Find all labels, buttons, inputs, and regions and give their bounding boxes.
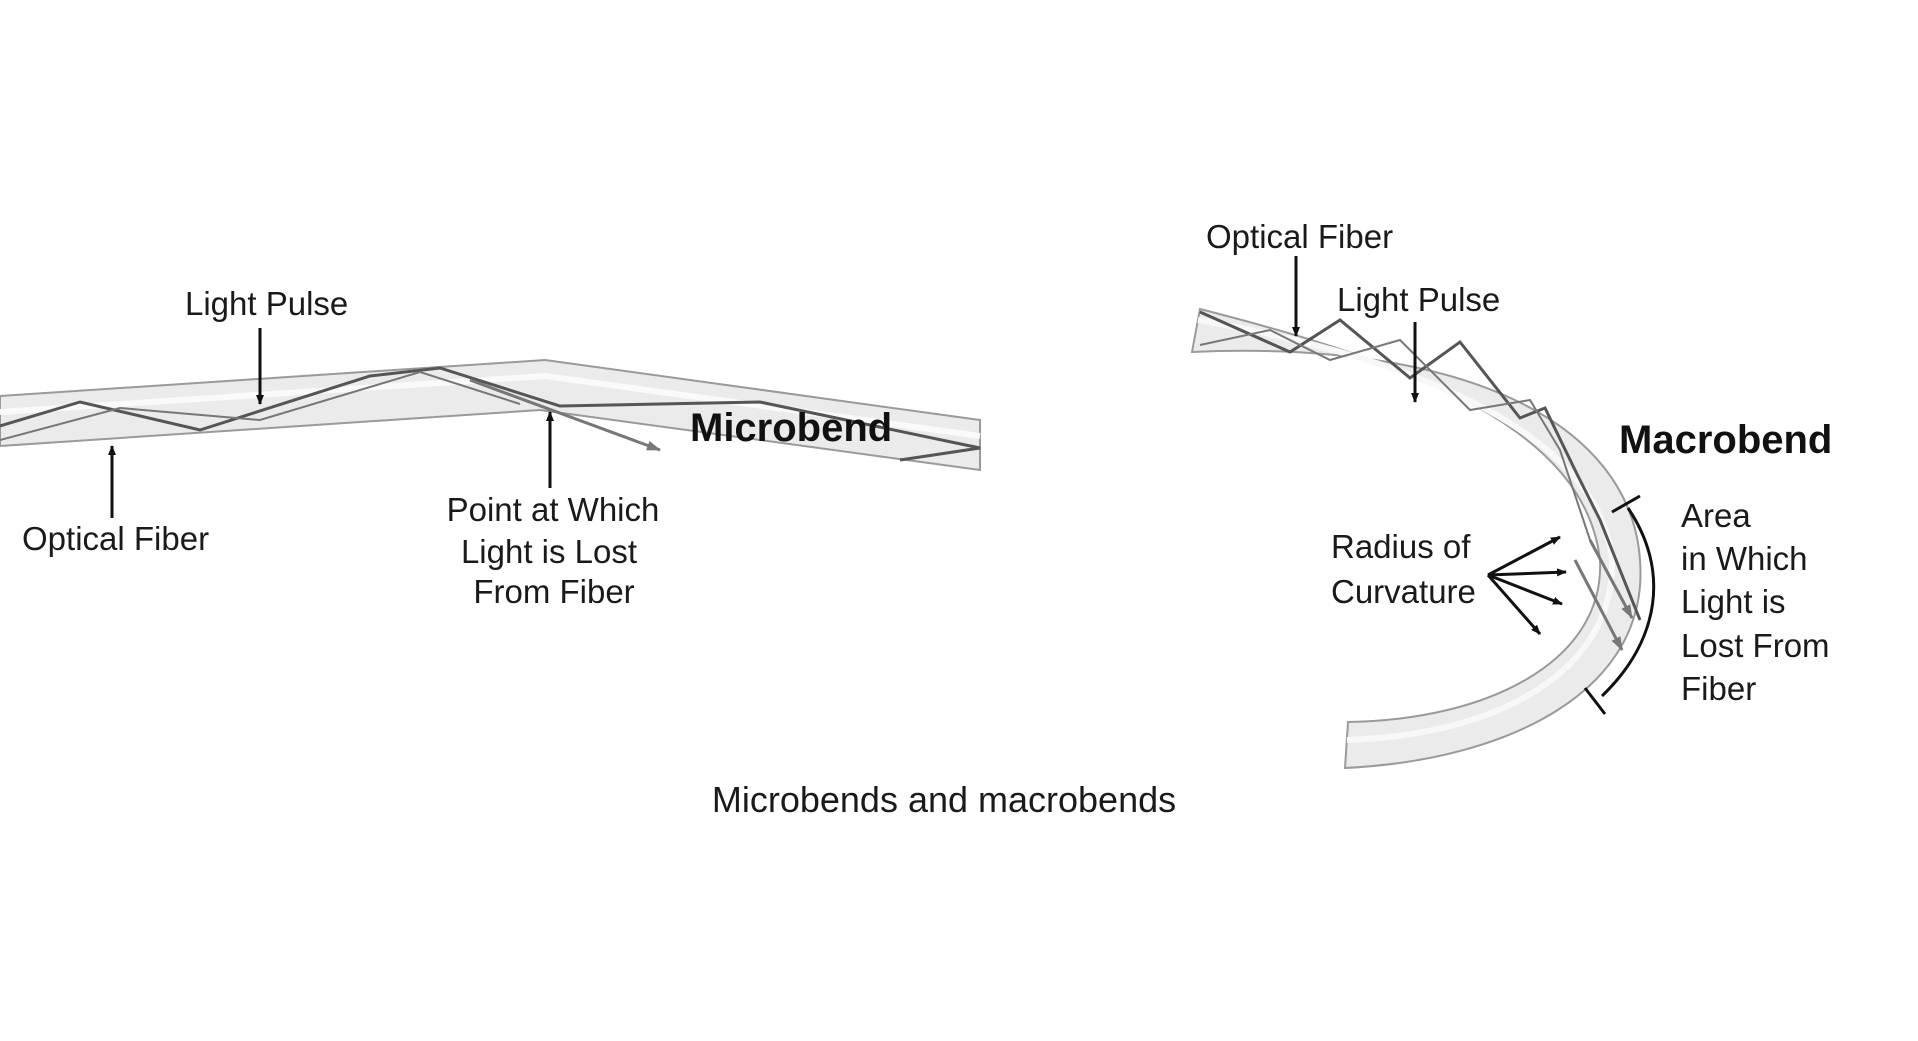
macrobend-loss-area-label-line3: Light is [1681, 583, 1786, 620]
macrobend-loss-area-label-line1: Area [1681, 497, 1751, 534]
macrobend-loss-area-arc-tick-top [1611, 494, 1641, 514]
figure-caption: Microbends and macrobends [712, 779, 1176, 820]
macrobend-loss-area-arc-tick-bottom [1583, 687, 1607, 715]
microbend-light-ray-secondary [0, 370, 521, 441]
macrobend-radius-arrow-4 [1486, 574, 1542, 635]
macrobend-radius-label-line1: Radius of [1331, 528, 1471, 565]
macrobend-loss-area-label-line5: Fiber [1681, 670, 1756, 707]
macrobend-lost-light-arrow-1 [1588, 539, 1634, 619]
microbend-light-pulse-label: Light Pulse [185, 285, 348, 322]
microbend-light-ray [0, 366, 981, 462]
macrobend-title: Macrobend [1619, 418, 1832, 462]
microbend-figure: Light Pulse Optical Fiber Point at Which… [0, 285, 981, 610]
microbend-loss-point-label-line2: Light is Lost [461, 533, 637, 570]
macrobend-figure: Optical Fiber Light Pulse Macrobend Radi… [1190, 218, 1832, 770]
microbend-fiber [0, 358, 981, 472]
macrobend-loss-area-label-line4: Lost From [1681, 627, 1830, 664]
microbend-lost-light-arrow [469, 378, 661, 452]
macrobend-lost-light-arrow-2 [1573, 559, 1624, 651]
macrobend-radius-arrow-3 [1487, 573, 1563, 606]
microbend-fiber-highlight [0, 372, 981, 439]
macrobend-light-ray [1199, 310, 1642, 621]
macrobend-radius-arrow-2 [1487, 568, 1567, 577]
macrobend-radius-label-line2: Curvature [1331, 573, 1476, 610]
microbend-loss-point-label-line3: From Fiber [473, 573, 634, 610]
macrobend-loss-area-arc [1600, 507, 1656, 698]
microbend-optical-fiber-label: Optical Fiber [22, 520, 209, 557]
microbend-loss-point-label-line1: Point at Which [447, 491, 660, 528]
macrobend-optical-fiber-label: Optical Fiber [1206, 218, 1393, 255]
macrobend-light-ray-secondary [1199, 328, 1591, 541]
macrobend-loss-area-label-line2: in Which [1681, 540, 1808, 577]
macrobend-radius-arrow-1 [1487, 535, 1561, 577]
microbend-title: Microbend [690, 406, 892, 450]
macrobend-light-pulse-label: Light Pulse [1337, 281, 1500, 318]
